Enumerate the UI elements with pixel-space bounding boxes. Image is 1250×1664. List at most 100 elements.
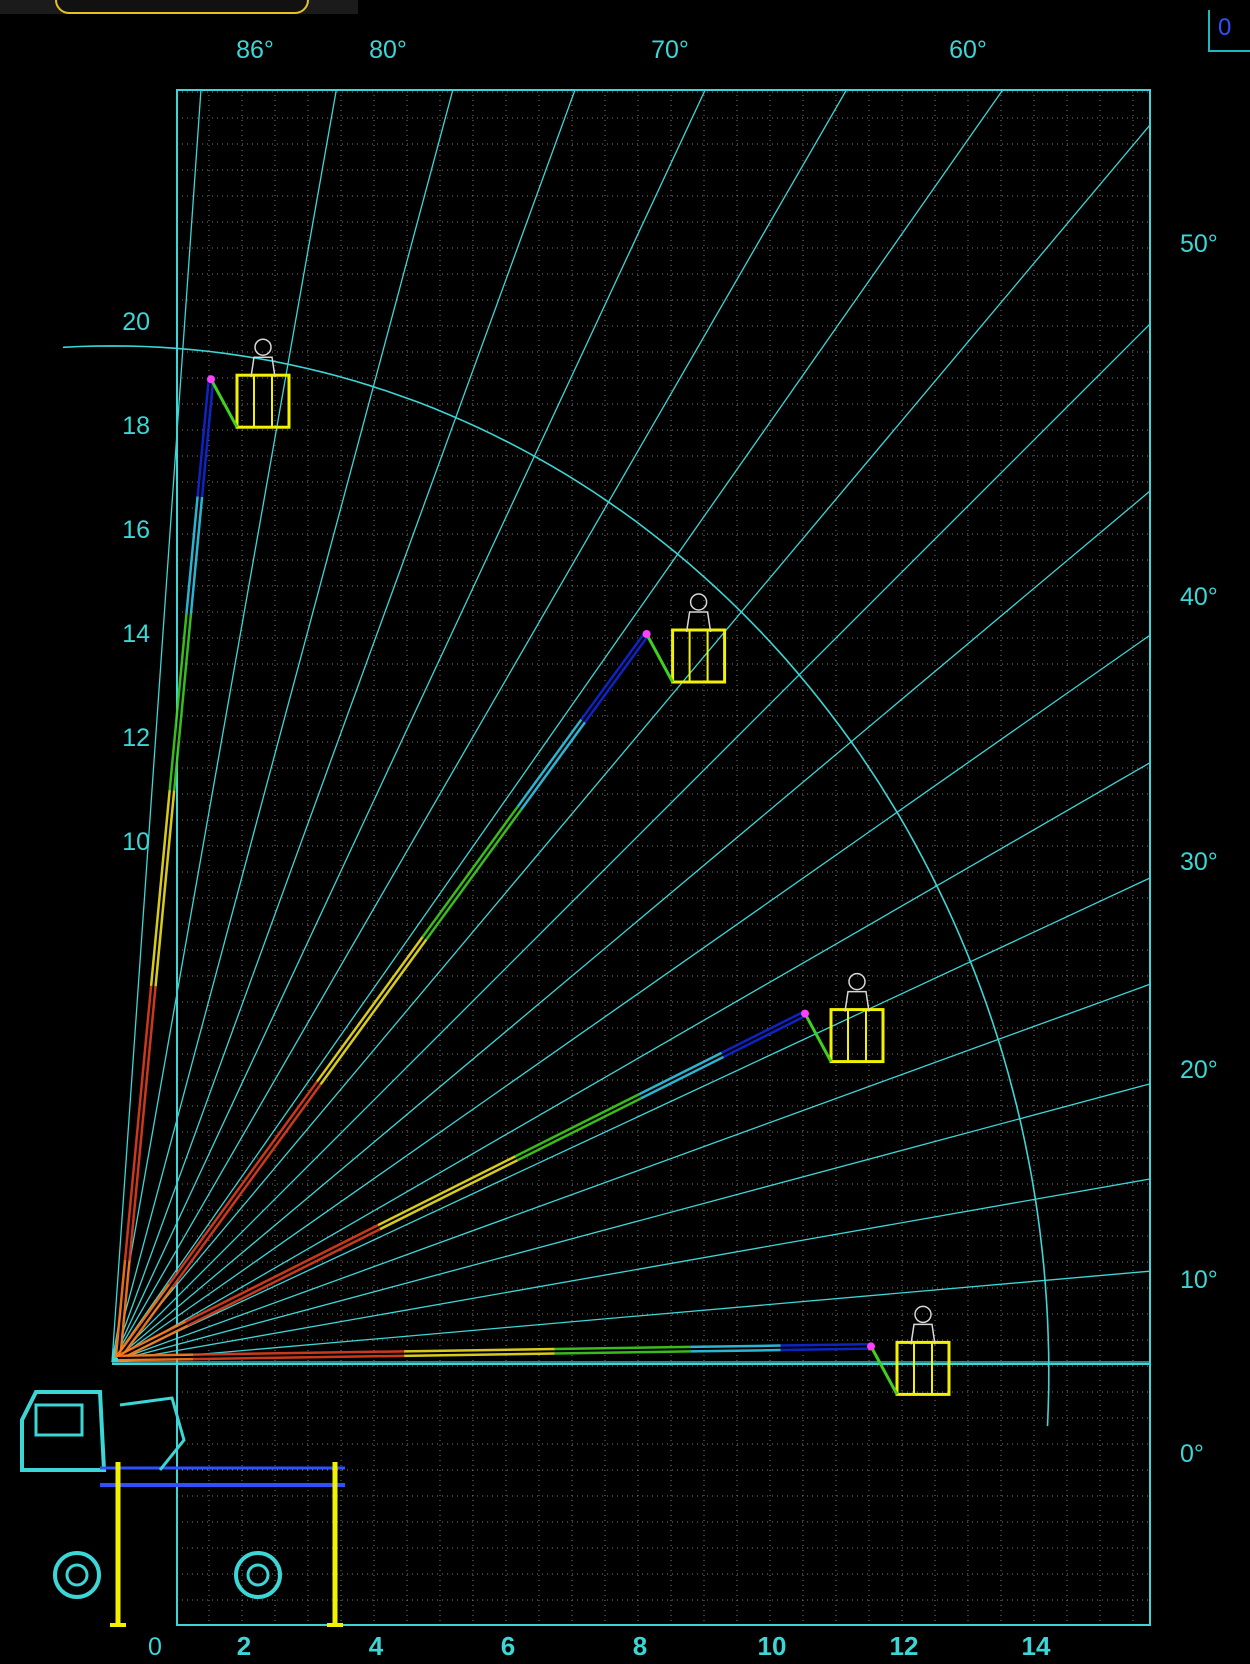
top-angle-label: 86°	[236, 36, 274, 64]
grid	[177, 90, 1150, 1625]
right-angle-label: 0°	[1180, 1440, 1204, 1468]
angle-line	[111, 89, 202, 1363]
top-angle-label: 70°	[651, 36, 689, 64]
boom-tip-joint	[867, 1342, 875, 1351]
wheel-hub	[65, 1563, 89, 1587]
operator-body	[685, 611, 712, 633]
boom-positions	[114, 338, 951, 1396]
right-angle-label: 10°	[1180, 1266, 1218, 1294]
boom-tip-joint	[642, 630, 651, 638]
truck-window	[34, 1403, 84, 1437]
boom-section-core	[198, 379, 212, 497]
boom-arm	[116, 972, 885, 1362]
x-tick-label: 8	[633, 1631, 647, 1661]
boom-arm	[117, 1305, 951, 1396]
boom-section-core	[780, 1345, 872, 1349]
right-angle-label: 20°	[1180, 1056, 1218, 1084]
top-toolbar-strip	[0, 0, 358, 14]
angle-lines	[111, 89, 1151, 1363]
boom-arm	[115, 593, 727, 1361]
wheel-hub	[246, 1563, 270, 1587]
boom-section-core	[722, 1012, 806, 1056]
basket-link	[209, 378, 239, 428]
boom-section-core	[378, 1157, 517, 1229]
right-angle-label: 30°	[1180, 848, 1218, 876]
operator-head	[689, 593, 708, 611]
boom-tip-joint	[207, 375, 215, 384]
basket-link	[645, 633, 674, 683]
boom-section-core	[117, 1322, 188, 1359]
truck-cab	[20, 1390, 107, 1472]
angle-line	[111, 89, 454, 1363]
boom-section-core	[186, 1226, 380, 1325]
y-tick-label: 10	[122, 828, 150, 856]
y-tick-label: 12	[122, 724, 150, 752]
boom-section-core	[404, 1350, 555, 1355]
angle-line	[111, 762, 1151, 1363]
operator-body	[910, 1323, 936, 1345]
angle-line	[111, 634, 1151, 1363]
top-angle-label: 60°	[949, 36, 987, 64]
angle-line	[111, 89, 1004, 1363]
corner-value: 0	[1218, 14, 1232, 41]
plot-frame	[176, 89, 1151, 1626]
truck-wheel-rear	[234, 1551, 282, 1599]
boom-section-core	[582, 633, 648, 722]
angle-line	[111, 983, 1151, 1363]
operator-head	[254, 338, 272, 356]
angle-line	[111, 89, 847, 1363]
angle-line	[111, 89, 337, 1363]
y-tick-label: 18	[122, 412, 150, 440]
origin-label: 0	[148, 1633, 162, 1661]
basket	[671, 628, 727, 684]
boom-tip-joint	[801, 1009, 809, 1018]
angle-line	[111, 1270, 1151, 1363]
boom-section-core	[187, 496, 201, 615]
angle-line	[111, 1083, 1151, 1363]
basket-link	[869, 1345, 899, 1396]
boom-section-core	[639, 1054, 724, 1098]
boom-section-core	[170, 1082, 320, 1287]
operator-head	[848, 972, 866, 991]
angle-line	[111, 89, 576, 1363]
y-tick-label: 16	[122, 516, 150, 544]
operator-head	[914, 1305, 932, 1324]
right-angle-label: 50°	[1180, 230, 1218, 258]
angle-line	[111, 877, 1151, 1363]
y-tick-label: 14	[122, 620, 150, 648]
angle-line	[111, 323, 1151, 1363]
basket	[829, 1008, 885, 1064]
x-tick-label: 2	[237, 1631, 251, 1661]
top-angle-label: 80°	[369, 36, 407, 64]
reach-envelope-arc	[62, 345, 1050, 1427]
basket	[235, 373, 291, 429]
boom-section-core	[117, 1285, 172, 1359]
angle-line	[111, 1178, 1151, 1363]
boom-section-core	[117, 1355, 194, 1359]
operator-body	[844, 990, 870, 1012]
angle-line	[111, 490, 1151, 1363]
x-tick-label: 14	[1022, 1631, 1051, 1661]
boom-section-core	[152, 790, 173, 987]
x-tick-label: 6	[501, 1631, 515, 1661]
basket	[895, 1340, 951, 1396]
boom-section-core	[516, 1095, 641, 1160]
boom-section-core	[690, 1346, 781, 1351]
boom-section-core	[518, 720, 584, 809]
boom-section-core	[117, 1260, 129, 1359]
x-tick-label: 10	[758, 1631, 787, 1661]
truck-chassis	[20, 1390, 345, 1627]
boom-section-core	[126, 985, 155, 1261]
boom-arm	[114, 338, 291, 1359]
boom-section-core	[318, 937, 426, 1084]
right-angle-label: 40°	[1180, 583, 1218, 611]
boom-turret	[119, 1396, 186, 1471]
angle-line	[111, 89, 706, 1363]
basket-link	[803, 1012, 833, 1063]
boom-section-core	[423, 807, 521, 939]
x-tick-label: 12	[890, 1631, 919, 1661]
boom-section-core	[193, 1352, 405, 1358]
truck-wheel-front	[53, 1551, 101, 1599]
